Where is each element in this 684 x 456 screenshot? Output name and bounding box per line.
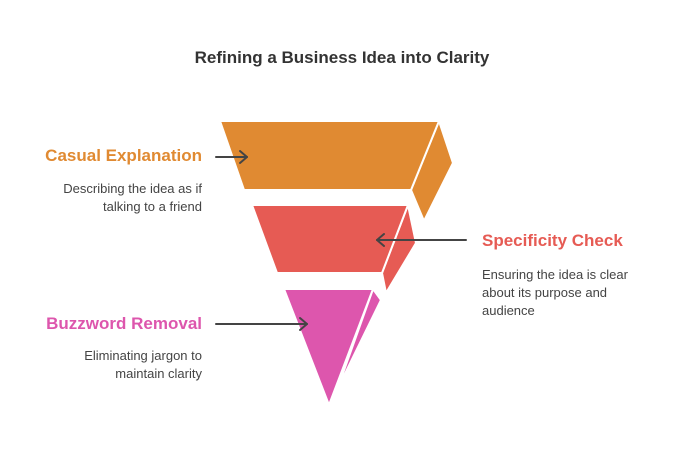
stage-label-specificity-check: Specificity Check [482,231,623,250]
diagram-title: Refining a Business Idea into Clarity [194,48,490,67]
arrow-buzzword-removal [215,317,308,331]
funnel-stage-specificity-check [251,204,417,294]
stage-2-front [251,204,409,274]
stage-3-side [336,288,382,391]
stage-description-specificity-check: Ensuring the idea is clear about its pur… [482,267,628,318]
stage-label-buzzword-removal: Buzzword Removal [46,314,202,333]
stage-3-front [283,288,374,406]
arrow-specificity-check [376,233,467,247]
funnel-stage-casual-explanation [219,120,454,222]
stage-label-casual-explanation: Casual Explanation [45,146,202,165]
arrow-casual-explanation [215,150,248,164]
stage-description-casual-explanation: Describing the idea as if talking to a f… [63,181,202,214]
stage-1-front [219,120,440,191]
stage-description-buzzword-removal: Eliminating jargon to maintain clarity [84,348,202,381]
funnel-stage-buzzword-removal [283,288,382,406]
